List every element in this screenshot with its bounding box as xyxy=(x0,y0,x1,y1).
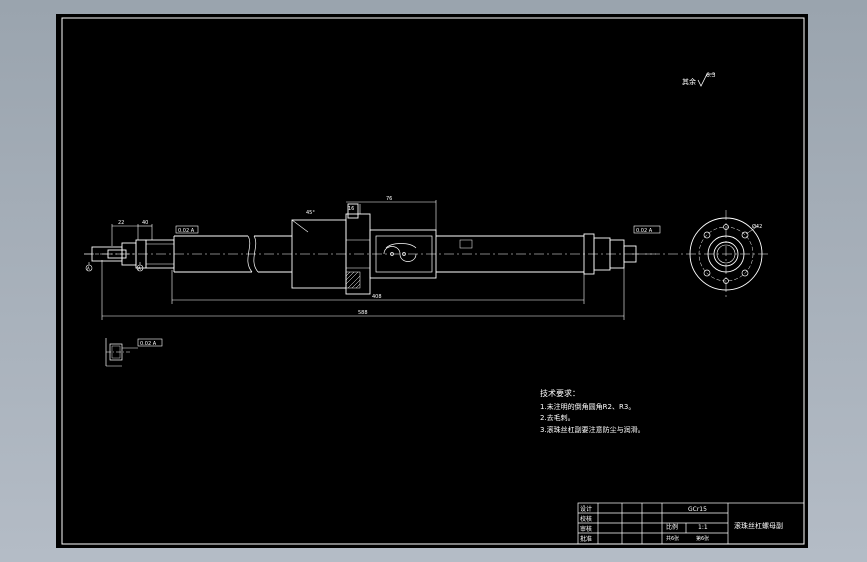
datum-markers xyxy=(85,262,144,272)
tb-design-label: 设计 xyxy=(580,505,592,513)
tb-material: GCr15 xyxy=(688,506,707,513)
dim-nut-length: 76 xyxy=(386,196,392,202)
dim-thread-length: 408 xyxy=(372,294,382,300)
tb-approve-label: 批准 xyxy=(580,535,592,543)
tolerance-frame-left: 0.02 A xyxy=(175,225,199,234)
tb-part-name: 滚珠丝杠螺母副 xyxy=(734,521,783,530)
roughness-note-label: 其余 xyxy=(682,77,696,86)
dimension-lines xyxy=(101,200,625,320)
dim-flange-angle: 45° xyxy=(306,210,315,216)
sheet-frames xyxy=(61,17,805,545)
ball-screw-shaft xyxy=(84,203,656,295)
datum-left-label: A xyxy=(87,266,90,271)
title-block xyxy=(577,502,805,545)
datum-right-label: A xyxy=(138,266,141,271)
nut-return-channel xyxy=(383,243,417,262)
technical-notes: 技术要求： 1.未注明的倒角圆角R2、R3。 2.去毛刺。 3.滚珠丝杠副要注意… xyxy=(540,388,645,434)
roughness-symbol-icon xyxy=(697,73,715,87)
dimension-labels: 76 16 408 588 22 40 45° Ø42 xyxy=(118,196,762,316)
roughness-note: 其余 6.3 xyxy=(682,72,716,87)
dim-overall-length: 588 xyxy=(358,310,368,316)
tolerance-frame-right: 0.02 A xyxy=(633,225,661,234)
flange-end-view xyxy=(632,210,768,298)
tb-scale-label: 比例 xyxy=(666,523,678,531)
dim-end-a: 22 xyxy=(118,220,124,226)
drawing-sheet[interactable]: 其余 6.3 xyxy=(56,14,808,548)
note-item-2: 2.去毛刺。 xyxy=(540,413,575,422)
dim-end-b: 40 xyxy=(142,220,148,226)
section-hatch xyxy=(345,271,361,289)
tb-sheet-no: 第6张 xyxy=(696,535,709,542)
tb-sheets-total: 共6张 xyxy=(666,535,679,542)
note-item-3: 3.滚珠丝杠副要注意防尘与润滑。 xyxy=(540,425,645,434)
notes-heading: 技术要求： xyxy=(540,388,580,398)
roughness-value: 6.3 xyxy=(706,72,716,79)
drawing-canvas[interactable]: 其余 6.3 xyxy=(56,14,808,548)
tb-review-label: 审核 xyxy=(580,525,592,533)
detail-tolerance-text: 0.02 A xyxy=(140,341,157,347)
dim-flange-thickness: 16 xyxy=(348,206,354,212)
tb-scale-value: 1:1 xyxy=(698,524,708,531)
title-block-text: 设计 校核 审核 批准 GCr15 比例 1:1 共6张 第6张 滚珠丝杠螺母副 xyxy=(580,505,783,543)
note-item-1: 1.未注明的倒角圆角R2、R3。 xyxy=(540,402,635,411)
tb-check-label: 校核 xyxy=(580,515,592,523)
tolerance-right-text: 0.02 A xyxy=(636,228,653,234)
detail-view xyxy=(105,338,163,367)
tolerance-left-text: 0.02 A xyxy=(178,228,195,234)
